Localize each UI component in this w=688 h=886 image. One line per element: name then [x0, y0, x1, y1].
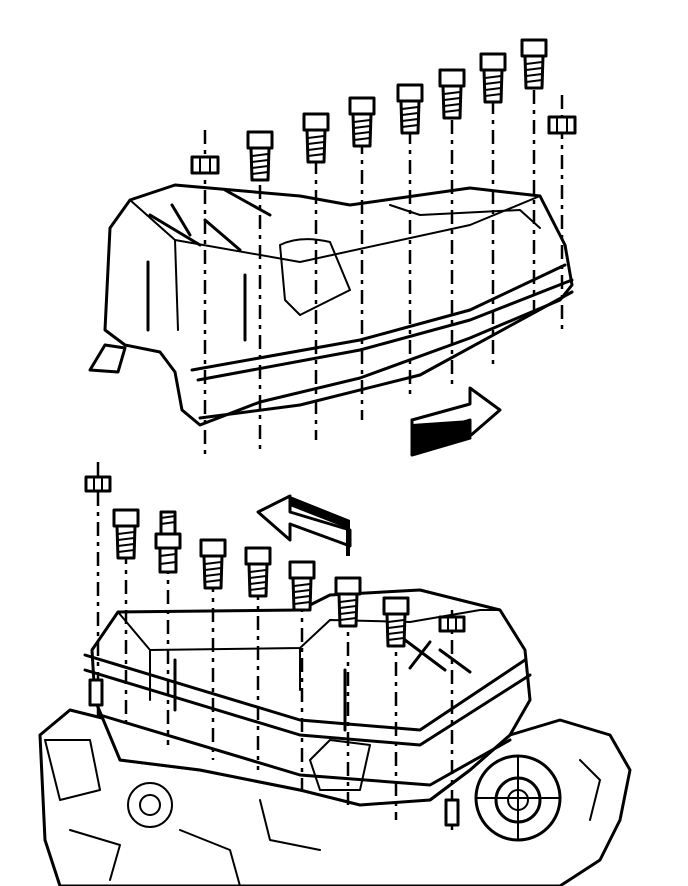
lower-oil-pan-assembly [38, 462, 632, 886]
stud [154, 510, 182, 574]
stud [88, 678, 104, 707]
bolt [382, 596, 410, 648]
stud-nut [547, 115, 577, 135]
bolt [479, 52, 507, 104]
bolt [396, 83, 424, 135]
stud [444, 798, 460, 827]
stud-nut [84, 475, 112, 493]
bolt [302, 112, 330, 164]
bolt [288, 560, 316, 612]
upper-bolt-centerlines [203, 90, 564, 460]
bolt [520, 38, 548, 90]
upper-bolts [190, 38, 577, 182]
bolt [246, 130, 274, 182]
upper-oil-pan [88, 183, 574, 427]
bolt [438, 68, 466, 120]
lower-oil-pan [83, 588, 532, 807]
upper-oil-pan-assembly [88, 38, 577, 460]
arrow-right-icon [410, 386, 502, 457]
stud-nut [438, 615, 466, 633]
lower-bolts [84, 475, 466, 827]
bolt [334, 576, 362, 628]
bolt [244, 546, 272, 598]
lower-bolt-centerlines [96, 462, 454, 830]
arrow-left-icon [256, 494, 352, 556]
bolt [112, 508, 140, 560]
bolt [348, 96, 376, 148]
stud-nut [190, 155, 220, 175]
bolt [199, 538, 227, 590]
